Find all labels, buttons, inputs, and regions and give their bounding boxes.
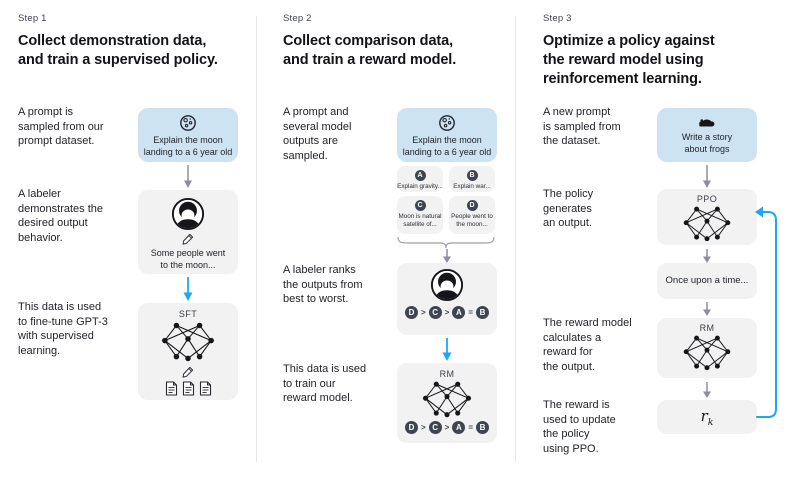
output-label: People went to the moon... [451, 213, 493, 228]
policy-output-text: Once upon a time... [665, 275, 749, 287]
network-icon [422, 380, 472, 418]
step-1-caption-labeler: A labeler demonstrates the desired outpu… [18, 188, 103, 244]
prompt-card-step3: Write a story about frogs [657, 108, 757, 162]
rm-model-card-step3: RM [657, 318, 757, 378]
rm-label: RM [699, 323, 715, 333]
arrow-down-icon [443, 249, 451, 263]
rank-separator: = [468, 308, 473, 317]
step-3-caption-reward-model: The reward model calculates a reward for… [543, 317, 632, 373]
sft-label: SFT [178, 309, 198, 319]
prompt-card-step2: Explain the moon landing to a 6 year old [397, 108, 497, 162]
moon-icon [438, 114, 456, 132]
policy-output-card: Once upon a time... [657, 263, 757, 299]
labeler-rank-card: D > C > A = B [397, 263, 497, 335]
network-icon [683, 334, 731, 371]
rank-badge: C [428, 421, 442, 434]
rank-badge: B [476, 306, 489, 319]
step-3-caption-prompt: A new prompt is sampled from the dataset… [543, 106, 621, 147]
arrow-down-icon [703, 382, 711, 398]
step-2-label: Step 2 [283, 13, 312, 24]
reward-value: rk [700, 406, 714, 428]
reward-value-card: rk [657, 400, 757, 434]
prompt-card-text: Explain the moon landing to a 6 year old [143, 135, 233, 157]
prompt-card-step1: Explain the moon landing to a 6 year old [138, 108, 238, 162]
network-icon [161, 321, 215, 362]
ppo-label: PPO [696, 194, 718, 204]
prompt-card-text: Write a story about frogs [681, 132, 733, 154]
network-icon [683, 205, 731, 242]
step-3-caption-update: The reward is used to update the policy … [543, 399, 616, 455]
arrow-down-icon [703, 249, 711, 263]
output-card-b: B Explain war... [449, 166, 495, 192]
rank-separator: > [444, 308, 450, 317]
output-card-c: C Moon is natural satellite of... [397, 196, 443, 234]
rm-model-card-step2: RM D > C > A = B [397, 363, 497, 443]
output-letter-badge: B [466, 170, 478, 181]
rank-badge: D [404, 421, 418, 434]
step-3-label: Step 3 [543, 13, 572, 24]
step-2-caption-rank: A labeler ranks the outputs from best to… [283, 264, 363, 305]
output-label: Moon is natural satellite of... [398, 213, 442, 228]
feedback-loop-arrow-icon [755, 206, 777, 418]
step-2-caption-train: This data is used to train our reward mo… [283, 363, 367, 404]
labeler-output-text: Some people went to the moon... [150, 248, 226, 270]
rm-label: RM [439, 369, 455, 379]
column-divider [256, 16, 257, 462]
output-card-a: A Explain gravity... [397, 166, 443, 192]
arrow-down-icon [184, 165, 192, 188]
step-3-caption-policy: The policy generates an output. [543, 188, 594, 229]
blue-arrow-down-icon [442, 338, 452, 361]
rank-badge: B [476, 421, 489, 434]
rank-badge: D [404, 306, 418, 319]
step-1-caption-prompt: A prompt is sampled from our prompt data… [18, 106, 104, 147]
output-letter-badge: C [414, 200, 426, 211]
output-label: Explain gravity... [397, 183, 443, 190]
frog-icon [698, 116, 716, 128]
output-letter-badge: D [466, 200, 478, 211]
ranking-row: D > C > A = B [404, 306, 489, 319]
rank-badge: A [452, 306, 466, 319]
prompt-card-text: Explain the moon landing to a 6 year old [402, 135, 492, 157]
rank-separator: > [444, 423, 450, 432]
pencil-icon [182, 366, 194, 378]
moon-icon [179, 114, 197, 132]
rank-separator: > [420, 308, 426, 317]
output-card-d: D People went to the moon... [449, 196, 495, 234]
column-divider [515, 16, 516, 462]
ppo-policy-card: PPO [657, 189, 757, 245]
output-label: Explain war... [453, 183, 491, 190]
arrow-down-icon [703, 302, 711, 316]
arrow-down-icon [703, 165, 711, 188]
step-2-caption-prompt: A prompt and several model outputs are s… [283, 106, 352, 162]
step-1-caption-finetune: This data is used to fine-tune GPT-3 wit… [18, 301, 108, 357]
labeler-card-step1: Some people went to the moon... [138, 190, 238, 274]
curly-brace-icon [397, 236, 495, 249]
rank-separator: = [468, 423, 473, 432]
ranking-row: D > C > A = B [404, 421, 489, 434]
documents-icon [165, 381, 212, 396]
step-1-heading: Collect demonstration data, and train a … [18, 33, 218, 68]
step-1-label: Step 1 [18, 13, 47, 24]
output-letter-badge: A [414, 170, 426, 181]
rank-badge: C [428, 306, 442, 319]
labeler-avatar-icon [171, 197, 205, 231]
blue-arrow-down-icon [183, 277, 193, 301]
step-3-heading: Optimize a policy against the reward mod… [543, 33, 715, 87]
rank-badge: A [452, 421, 466, 434]
rank-separator: > [420, 423, 426, 432]
step-2-heading: Collect comparison data, and train a rew… [283, 33, 457, 68]
labeler-avatar-icon [430, 268, 464, 302]
sft-model-card: SFT [138, 303, 238, 400]
pencil-icon [182, 233, 194, 245]
